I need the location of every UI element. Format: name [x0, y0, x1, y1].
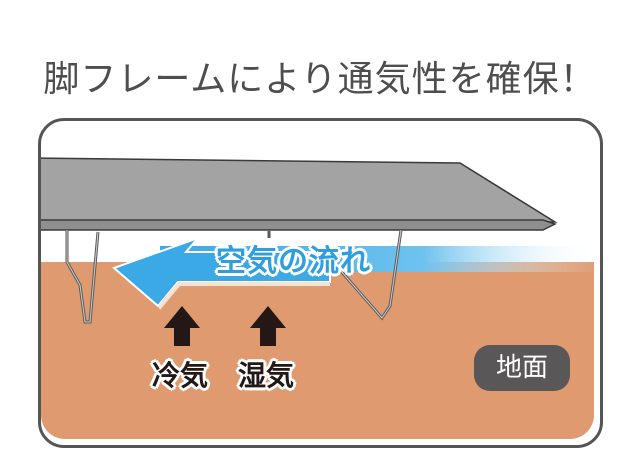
cold-air-label: 冷気 — [152, 359, 209, 392]
ground-badge: 地面 — [474, 345, 570, 391]
cold-air-arrow-icon — [164, 306, 200, 346]
air-flow-label: 空気の流れ — [216, 244, 371, 279]
page-title: 脚フレームにより通気性を確保！ — [43, 59, 597, 100]
cot-surface — [41, 157, 558, 223]
cot-frame-bar — [41, 219, 557, 231]
humidity-label: 湿気 — [238, 359, 295, 392]
humidity-arrow-icon — [250, 306, 286, 346]
